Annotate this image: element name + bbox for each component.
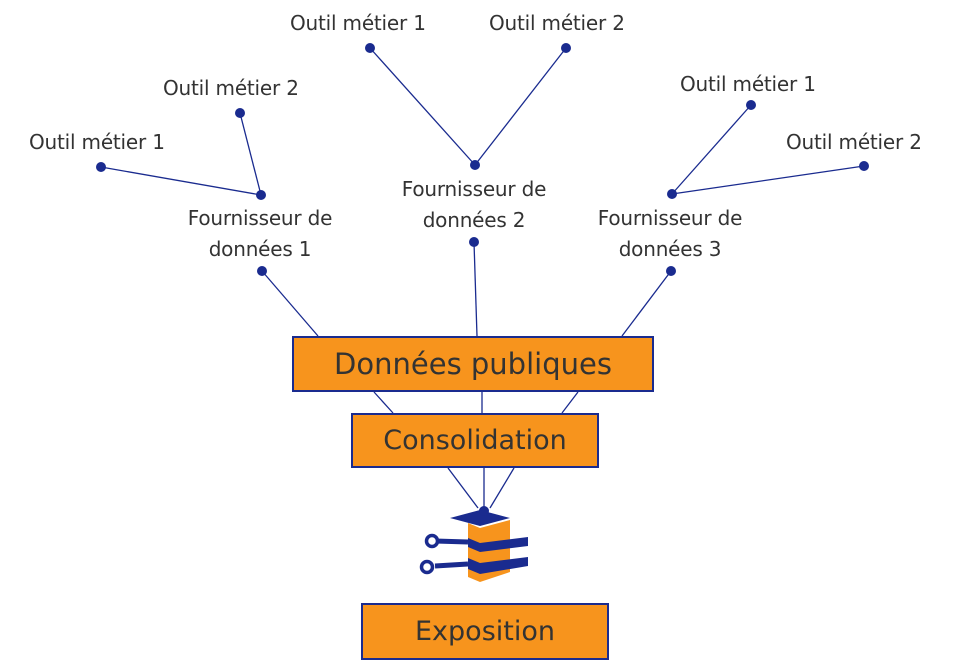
donnees-publiques-box: Données publiques <box>292 336 654 392</box>
provider3-label: Fournisseur de données 3 <box>597 206 743 261</box>
provider1-tool2-label: Outil métier 2 <box>163 76 299 100</box>
provider3-tool1-label: Outil métier 1 <box>680 72 816 96</box>
provider2-tool1-label: Outil métier 1 <box>290 11 426 35</box>
database-circuit-icon <box>419 506 528 582</box>
provider2-label: Fournisseur de données 2 <box>401 177 547 232</box>
provider1-tool1-label: Outil métier 1 <box>29 130 165 154</box>
consolidation-box: Consolidation <box>351 413 599 468</box>
provider3-tool2-label: Outil métier 2 <box>786 130 922 154</box>
provider1-label: Fournisseur de données 1 <box>187 206 333 261</box>
exposition-box: Exposition <box>361 603 609 660</box>
provider2-tool2-label: Outil métier 2 <box>489 11 625 35</box>
